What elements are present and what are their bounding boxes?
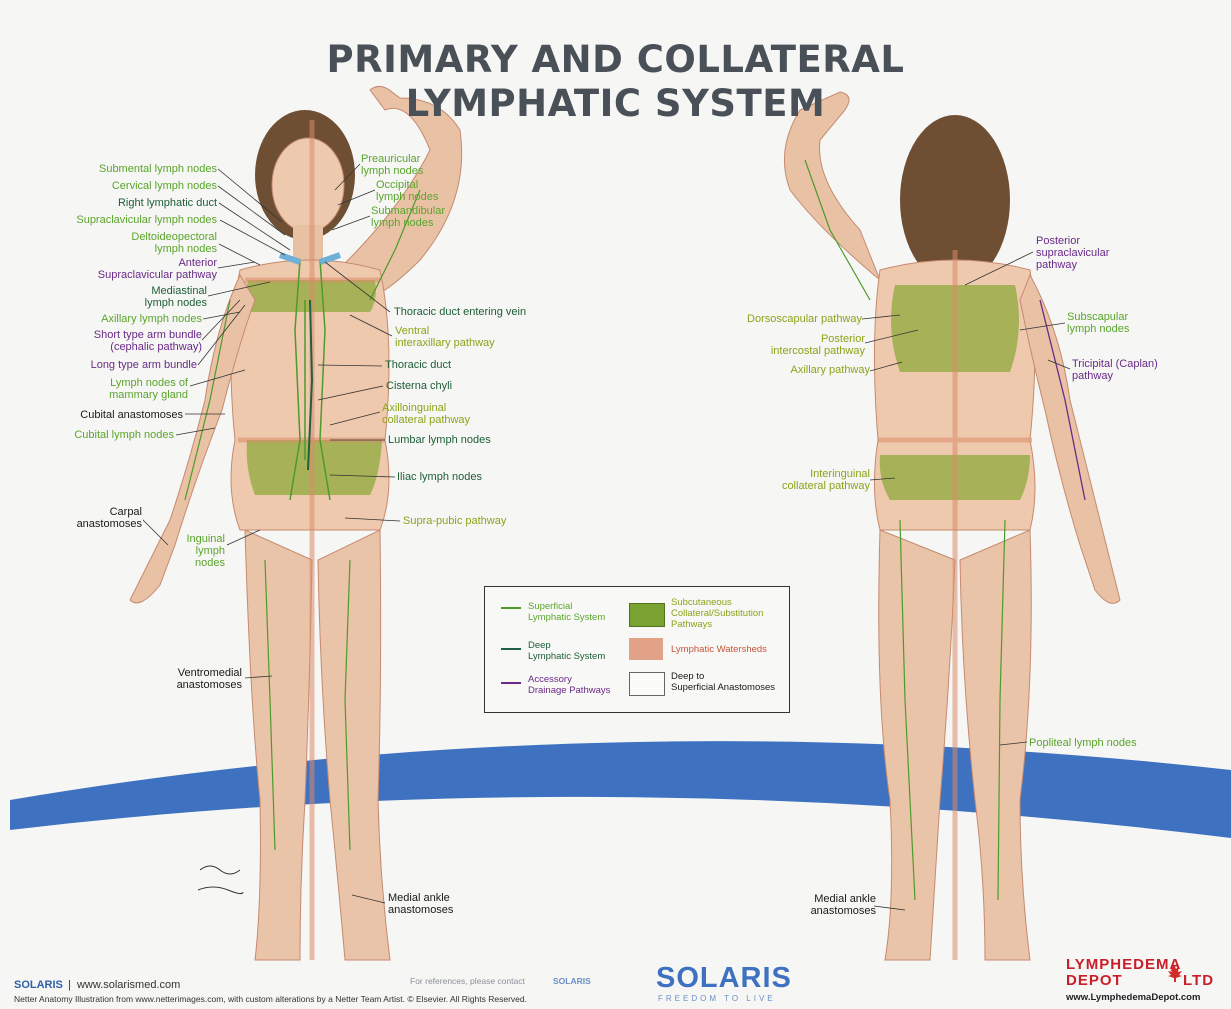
label-short-type-arm-bundle: Short type arm bundle (cephalic pathway) [94, 329, 202, 353]
label-thoracic-duct: Thoracic duct [385, 359, 451, 371]
label-lymph-nodes-of-mammary-gland: Lymph nodes of mammary gland [109, 377, 188, 401]
legend-watersheds-label: Lymphatic Watersheds [671, 644, 767, 655]
legend-box: Superficial Lymphatic System Deep Lympha… [484, 586, 790, 713]
label-medial-ankle-anastomoses-front: Medial ankle anastomoses [388, 892, 453, 916]
label-preauricular-lymph-nodes: Preauricular lymph nodes [361, 153, 423, 177]
label-anterior-supraclavicular-pathway: Anterior Supraclavicular pathway [98, 257, 217, 281]
label-lumbar-lymph-nodes: Lumbar lymph nodes [388, 434, 491, 446]
lymphedema-depot-logo-ltd: LTD [1183, 972, 1214, 989]
page-title-line1: PRIMARY AND COLLATERAL [0, 38, 1231, 81]
artist-signature [198, 866, 243, 894]
back-body-figure [784, 92, 1120, 960]
label-subscapular-lymph-nodes: Subscapular lymph nodes [1067, 311, 1129, 335]
label-medial-ankle-anastomoses-back: Medial ankle anastomoses [811, 893, 876, 917]
lymphedema-depot-logo-line1: LYMPHEDEMA [1066, 956, 1181, 973]
label-mediastinal-lymph-nodes: Mediastinal lymph nodes [145, 285, 207, 309]
label-cervical-lymph-nodes: Cervical lymph nodes [112, 180, 217, 192]
label-popliteal-lymph-nodes: Popliteal lymph nodes [1029, 737, 1137, 749]
legend-subcutaneous-label: Subcutaneous Collateral/Substitution Pat… [671, 597, 763, 630]
label-iliac-lymph-nodes: Iliac lymph nodes [397, 471, 482, 483]
label-supraclavicular-lymph-nodes: Supraclavicular lymph nodes [76, 214, 217, 226]
legend-accessory-label: Accessory Drainage Pathways [528, 674, 610, 696]
label-supra-pubic-pathway: Supra-pubic pathway [403, 515, 506, 527]
label-posterior-intercostal-pathway: Posterior intercostal pathway [771, 333, 865, 357]
label-ventral-interaxillary-pathway: Ventral interaxillary pathway [395, 325, 495, 349]
footer-solaris-small: SOLARIS [14, 979, 63, 991]
label-interinguinal-collateral-pathway: Interinguinal collateral pathway [782, 468, 870, 492]
label-axillary-lymph-nodes: Axillary lymph nodes [101, 313, 202, 325]
solaris-logo: SOLARIS [656, 962, 792, 995]
footer-references-brand: SOLARIS [553, 976, 591, 986]
footer-website-link[interactable]: | www.solarismed.com [68, 979, 180, 991]
label-long-type-arm-bundle: Long type arm bundle [91, 359, 197, 371]
label-cisterna-chyli: Cisterna chyli [386, 380, 452, 392]
label-thoracic-duct-entering-vein: Thoracic duct entering vein [394, 306, 526, 318]
legend-superficial-line [501, 607, 521, 609]
legend-deep-label: Deep Lymphatic System [528, 640, 605, 662]
label-cubital-anastomoses: Cubital anastomoses [80, 409, 183, 421]
legend-substitution-swatch [629, 603, 665, 627]
solaris-tagline: FREEDOM TO LIVE [658, 994, 776, 1003]
label-posterior-supraclavicular-pathway: Posterior supraclavicular pathway [1036, 235, 1109, 271]
footer-credit: Netter Anatomy Illustration from www.net… [14, 994, 527, 1004]
label-tricipital-caplan-pathway: Tricipital (Caplan) pathway [1072, 358, 1158, 382]
label-inguinal-lymph-nodes: Inguinal lymph nodes [186, 533, 225, 569]
label-submental-lymph-nodes: Submental lymph nodes [99, 163, 217, 175]
label-right-lymphatic-duct: Right lymphatic duct [118, 197, 217, 209]
label-axillary-pathway: Axillary pathway [791, 364, 870, 376]
label-carpal-anastomoses: Carpal anastomoses [77, 506, 142, 530]
legend-anastomoses-swatch [629, 672, 665, 696]
label-ventromedial-anastomoses: Ventromedial anastomoses [177, 667, 242, 691]
label-dorsoscapular-pathway: Dorsoscapular pathway [747, 313, 862, 325]
footer-references-text: For references, please contact [410, 976, 525, 986]
lymphedema-depot-logo-depot: DEPOT [1066, 972, 1123, 989]
page-title-line2: LYMPHATIC SYSTEM [0, 82, 1231, 125]
legend-deep-to-superficial-label: Deep to Superficial Anastomoses [671, 671, 775, 693]
legend-superficial-label: Superficial Lymphatic System [528, 601, 605, 623]
label-submandibular-lymph-nodes: Submandibular lymph nodes [371, 205, 445, 229]
label-occipital-lymph-nodes: Occipital lymph nodes [376, 179, 438, 203]
label-axilloinguinal-collateral-pathway: Axilloinguinal collateral pathway [382, 402, 470, 426]
legend-accessory-line [501, 682, 521, 684]
legend-watershed-swatch [629, 638, 663, 660]
lymphedema-depot-url[interactable]: www.LymphedemaDepot.com [1066, 992, 1200, 1003]
legend-deep-line [501, 648, 521, 650]
label-deltoideopectoral-lymph-nodes: Deltoideopectoral lymph nodes [131, 231, 217, 255]
label-cubital-lymph-nodes: Cubital lymph nodes [74, 429, 174, 441]
